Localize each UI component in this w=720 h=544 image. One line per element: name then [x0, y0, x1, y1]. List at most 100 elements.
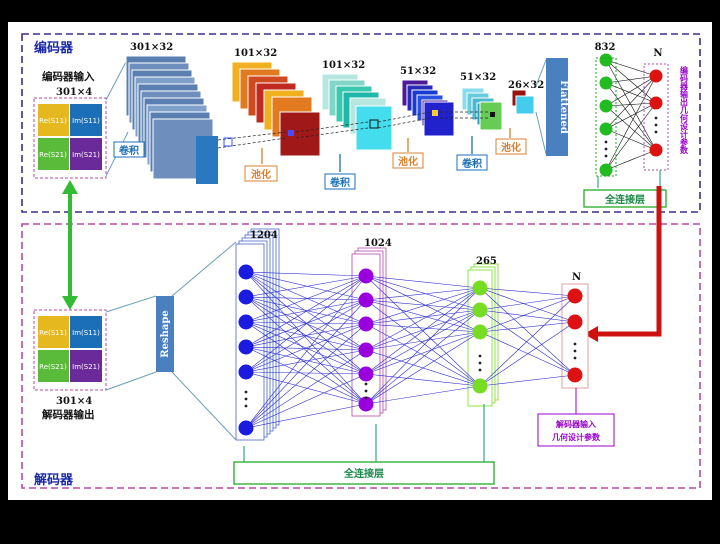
connection: [245, 346, 367, 375]
dense-neuron: [599, 163, 613, 177]
cell-label: Im(S11): [72, 117, 100, 125]
dense-neuron: [599, 122, 613, 136]
flatten-bar: [546, 58, 568, 156]
decoder-output-label: 解码器输出: [41, 408, 95, 421]
connection: [479, 295, 576, 311]
connection: [245, 349, 367, 373]
kernel-box: [432, 110, 438, 116]
reshape-bar: [156, 296, 174, 372]
connection: [605, 102, 657, 171]
connection: [479, 309, 576, 323]
fc-bracket: [243, 404, 485, 462]
pool-tag-label: 池化: [398, 155, 418, 168]
conv-tag-label: 卷积: [329, 176, 350, 189]
decoder-neuron: [567, 314, 583, 330]
connection: [245, 323, 367, 373]
connection: [479, 321, 576, 333]
connection: [365, 331, 481, 405]
kernel-box: [369, 119, 379, 129]
layer-count-label: N: [572, 272, 581, 283]
ellipsis-dot: [364, 396, 368, 400]
output-layer-frame: [643, 63, 669, 171]
dim-label: 51×32: [400, 66, 436, 77]
connection: [245, 271, 367, 301]
decoder-neuron: [472, 324, 488, 340]
connection: [605, 102, 657, 107]
cell-label: Re(S11): [39, 329, 67, 337]
flatten-label: Flattened: [558, 80, 569, 134]
connection: [245, 296, 367, 301]
connection: [605, 75, 657, 84]
connection: [605, 75, 657, 171]
connection: [245, 299, 367, 373]
encoder-input-label: 编码器输入: [42, 70, 95, 83]
encoder-dense-layers: [599, 53, 663, 177]
conv-tag: [113, 141, 145, 158]
pool-tag-label: 池化: [251, 168, 271, 181]
connection: [245, 275, 367, 348]
ellipsis-dot: [604, 140, 608, 144]
encoder-output-label: 编码器输出几何设计参数: [679, 65, 689, 155]
decoder-fc-label: 全连接层: [343, 467, 384, 480]
decoder-neuron: [238, 264, 254, 280]
output-count-label: N: [653, 48, 662, 59]
ellipsis-dot: [244, 390, 248, 394]
dense-layer-frame: [595, 57, 617, 177]
reshape-label: Reshape: [160, 310, 171, 357]
ellipsis-dot: [478, 361, 482, 365]
decoder-neuron: [358, 366, 374, 382]
connection: [245, 271, 367, 325]
connection: [479, 331, 576, 376]
feature-map-front: [423, 101, 455, 137]
connection: [245, 403, 367, 429]
connection: [245, 371, 367, 375]
ellipsis-dot: [573, 356, 577, 360]
connection: [365, 299, 481, 387]
projection-line: [171, 241, 237, 297]
connection: [479, 287, 576, 376]
connection: [365, 309, 481, 375]
connection: [245, 275, 367, 298]
connection: [605, 82, 657, 104]
cell-re-s21: [38, 350, 69, 382]
encoder-fc-tag: [583, 189, 667, 208]
connection: [245, 299, 367, 348]
decoder-neuron: [238, 420, 254, 436]
connection: [365, 275, 481, 289]
output-neuron: [649, 69, 663, 83]
connection: [605, 59, 657, 77]
decoder-dense-layers: [235, 228, 589, 441]
encoder-decoder-link-arrow: [62, 180, 78, 310]
connection: [365, 323, 481, 387]
cell-re-s21: [38, 138, 69, 170]
layer-count-label: 1204: [250, 230, 278, 241]
projection-line: [171, 371, 237, 441]
decoder-neuron: [238, 289, 254, 305]
connection: [245, 271, 367, 405]
dim-label: 101×32: [322, 60, 365, 71]
connection: [245, 299, 367, 429]
connection: [245, 349, 367, 429]
decoder-neuron: [472, 302, 488, 318]
cell-im-s11: [70, 316, 102, 348]
connection: [245, 296, 367, 405]
encoder-input-frame: [33, 97, 107, 179]
connection: [245, 346, 367, 351]
ellipsis-dot: [654, 116, 658, 120]
latent-feedback-arrow: [584, 186, 662, 342]
projection-line: [535, 111, 547, 155]
ellipsis-dot: [244, 404, 248, 408]
connection: [479, 295, 576, 333]
output-neuron: [649, 143, 663, 157]
cell-label: Im(S21): [72, 363, 100, 371]
dim-label: 26×32: [508, 80, 544, 91]
conv-tag-label: 卷积: [118, 144, 139, 157]
projection-line: [105, 57, 129, 101]
connection: [365, 287, 481, 301]
ellipsis-dot: [604, 154, 608, 158]
pool-tag: [392, 152, 424, 169]
connection: [479, 287, 576, 297]
connection: [245, 299, 367, 323]
encoder-fc-label: 全连接层: [604, 193, 645, 206]
